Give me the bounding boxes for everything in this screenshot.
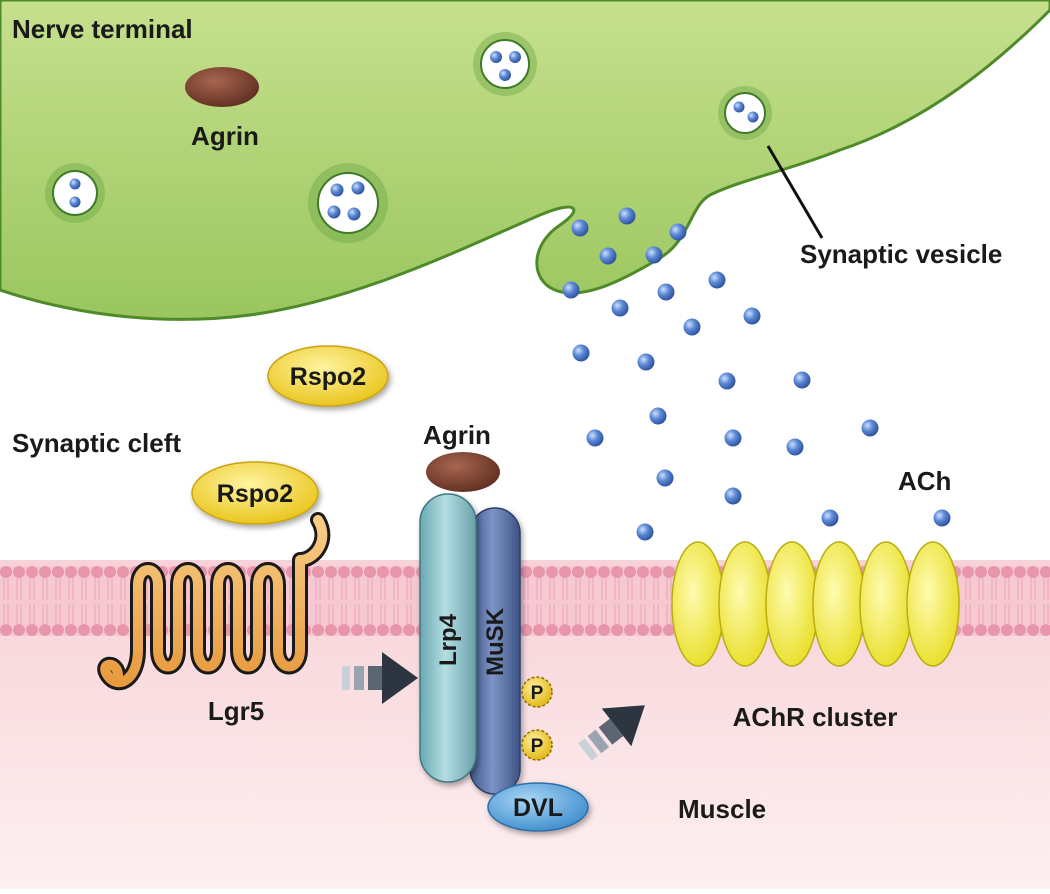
ach-dot bbox=[656, 469, 674, 487]
lrp4-label: Lrp4 bbox=[435, 613, 462, 666]
ach-label: ACh bbox=[898, 466, 951, 496]
vesicle-2 bbox=[718, 86, 772, 140]
phospho-1-label: P bbox=[531, 683, 544, 704]
ach-dot bbox=[611, 299, 629, 317]
ach-dot bbox=[821, 509, 839, 527]
ach-dot bbox=[786, 438, 804, 456]
ach-dot bbox=[572, 344, 590, 362]
ach-dot bbox=[586, 429, 604, 447]
achr-subunit bbox=[671, 541, 725, 667]
musk-label: MuSK bbox=[482, 607, 509, 676]
lrp4-receptor bbox=[419, 493, 477, 783]
ach-dot bbox=[683, 318, 701, 336]
agrin-cleft-label: Agrin bbox=[423, 420, 491, 450]
ach-dot bbox=[562, 281, 580, 299]
synaptic-cleft-label: Synaptic cleft bbox=[12, 428, 181, 458]
lgr5-to-lrp4-arrow bbox=[342, 652, 418, 704]
ach-dot bbox=[724, 429, 742, 447]
ach-dot bbox=[618, 207, 636, 225]
achr-subunit bbox=[906, 541, 960, 667]
achr-cluster-label: AChR cluster bbox=[733, 702, 898, 732]
musk-to-achr-arrow bbox=[578, 705, 645, 761]
vesicle-3 bbox=[45, 163, 105, 223]
phospho-group-1 bbox=[521, 676, 553, 708]
ach-dot bbox=[669, 223, 687, 241]
synaptic-vesicle-pointer bbox=[766, 145, 824, 239]
vesicle-4 bbox=[308, 163, 388, 243]
ach-dot bbox=[599, 247, 617, 265]
ach-dot bbox=[933, 509, 951, 527]
ach-dot bbox=[743, 307, 761, 325]
ach-dot bbox=[636, 523, 654, 541]
achr-subunit bbox=[718, 541, 772, 667]
ach-dot bbox=[571, 219, 589, 237]
achr-subunit bbox=[812, 541, 866, 667]
achr-subunit bbox=[765, 541, 819, 667]
dvl-label: DVL bbox=[513, 794, 563, 822]
nerve-terminal-label: Nerve terminal bbox=[12, 14, 193, 44]
nerve-terminal bbox=[0, 0, 1050, 321]
agrin-terminal-molecule bbox=[185, 67, 259, 107]
synaptic-vesicle-label: Synaptic vesicle bbox=[800, 239, 1002, 269]
ach-dot bbox=[708, 271, 726, 289]
ach-dot bbox=[793, 371, 811, 389]
ach-dot bbox=[718, 372, 736, 390]
phospho-group-2 bbox=[521, 729, 553, 761]
agrin-cleft-molecule bbox=[426, 452, 500, 492]
vesicle-1 bbox=[473, 32, 537, 96]
rspo2-bound-molecule bbox=[191, 461, 319, 525]
lgr5-label: Lgr5 bbox=[208, 696, 264, 726]
dvl-molecule bbox=[487, 782, 589, 832]
muscle-label: Muscle bbox=[678, 794, 766, 824]
ach-molecules bbox=[562, 207, 951, 541]
phospho-2-label: P bbox=[531, 736, 544, 757]
agrin-terminal-label: Agrin bbox=[191, 121, 259, 151]
ach-dot bbox=[645, 246, 663, 264]
rspo2-free-label: Rspo2 bbox=[290, 363, 366, 391]
ach-dot bbox=[724, 487, 742, 505]
ach-dot bbox=[861, 419, 879, 437]
rspo2-bound-label: Rspo2 bbox=[217, 480, 293, 508]
ach-dot bbox=[657, 283, 675, 301]
achr-cluster bbox=[671, 541, 960, 667]
ach-dot bbox=[637, 353, 655, 371]
achr-subunit bbox=[859, 541, 913, 667]
ach-dot bbox=[649, 407, 667, 425]
rspo2-free-molecule bbox=[267, 345, 389, 407]
